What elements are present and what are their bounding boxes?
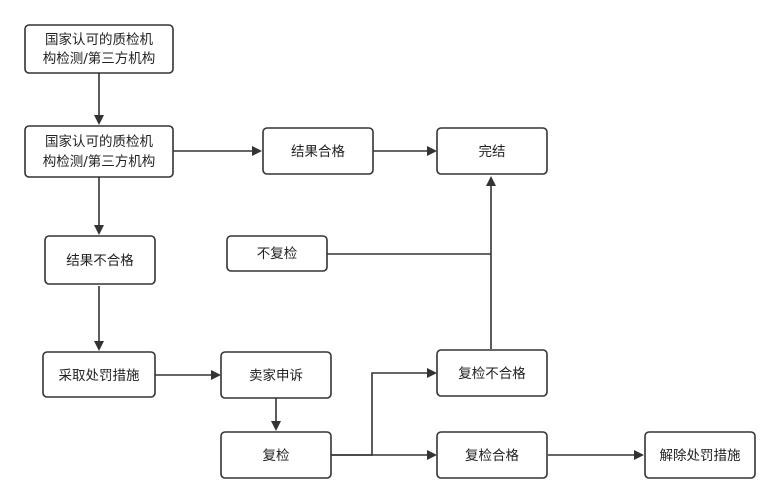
node-label: 复检不合格 bbox=[458, 365, 526, 382]
arrowhead bbox=[94, 341, 104, 351]
arrowhead bbox=[634, 450, 644, 460]
arrowhead bbox=[94, 225, 104, 235]
node-lift-penalty: 解除处罚措施 bbox=[644, 431, 756, 479]
node-label-line: 构检测/第三方机构 bbox=[43, 50, 156, 67]
node-recheck-pass: 复检合格 bbox=[436, 431, 548, 479]
node-result-pass: 结果合格 bbox=[262, 127, 374, 175]
node-label: 复检 bbox=[263, 447, 290, 464]
arrowhead bbox=[427, 146, 437, 156]
node-label: 采取处罚措施 bbox=[59, 368, 140, 384]
node-label-line: 国家认可的质检机 bbox=[45, 31, 153, 48]
arrowhead bbox=[211, 370, 221, 380]
node-recheck: 复检 bbox=[220, 431, 332, 479]
arrowhead bbox=[486, 176, 496, 186]
node-label-line: 构检测/第三方机构 bbox=[43, 153, 156, 170]
node-inspection-org-2: 国家认可的质检机 构检测/第三方机构 bbox=[24, 125, 174, 178]
node-no-recheck: 不复检 bbox=[226, 235, 328, 272]
node-recheck-fail: 复检不合格 bbox=[436, 349, 548, 397]
node-label-line: 国家认可的质检机 bbox=[45, 133, 153, 150]
node-label: 结果合格 bbox=[291, 144, 345, 160]
node-penalty: 采取处罚措施 bbox=[42, 351, 156, 398]
node-label: 不复检 bbox=[257, 245, 298, 262]
arrowhead bbox=[252, 146, 262, 156]
node-label: 复检合格 bbox=[465, 447, 519, 464]
node-result-fail: 结果不合格 bbox=[44, 235, 156, 285]
node-inspection-org-1: 国家认可的质检机 构检测/第三方机构 bbox=[24, 24, 174, 74]
node-label: 完结 bbox=[479, 144, 506, 160]
arrowhead bbox=[271, 421, 281, 431]
node-label: 卖家申诉 bbox=[249, 367, 303, 384]
arrowhead bbox=[427, 450, 437, 460]
node-label: 解除处罚措施 bbox=[660, 448, 741, 464]
node-done: 完结 bbox=[436, 127, 548, 175]
arrowhead bbox=[427, 368, 437, 378]
edges bbox=[94, 73, 644, 460]
node-seller-appeal: 卖家申诉 bbox=[220, 351, 332, 399]
arrowhead bbox=[94, 115, 104, 125]
node-label: 结果不合格 bbox=[66, 253, 134, 269]
edge-recheck-to-recheck-fail bbox=[331, 372, 428, 456]
